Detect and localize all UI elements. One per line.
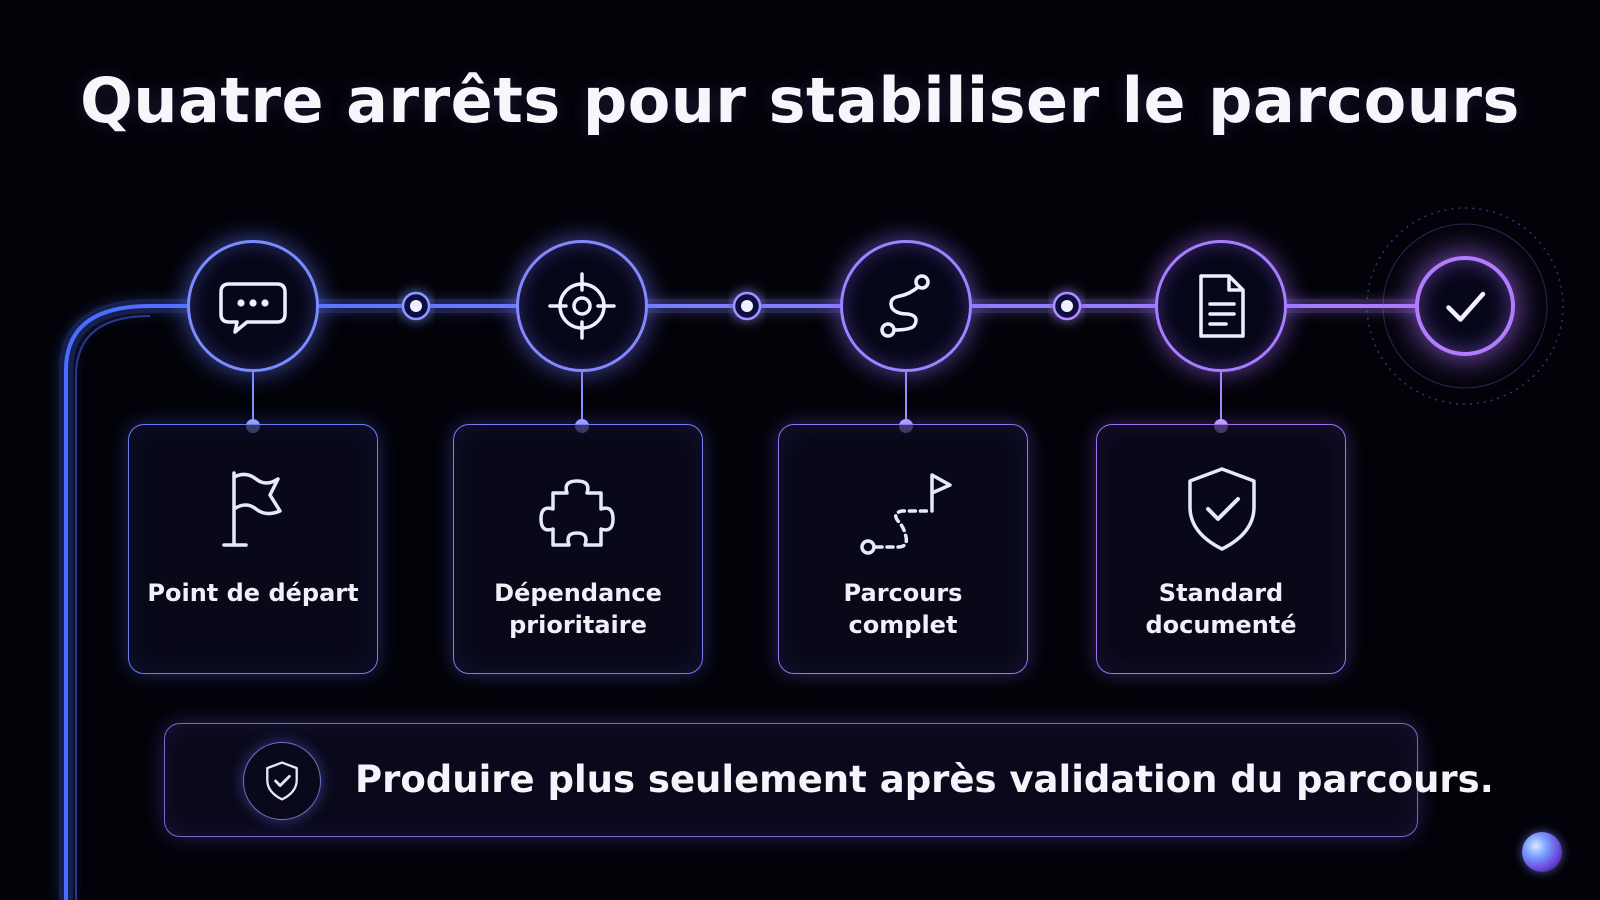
step-label-line: complet <box>848 611 958 639</box>
node-step-1 <box>187 240 319 372</box>
step-label-3: Parcours complet <box>789 577 1017 641</box>
shield-check-icon <box>266 761 298 801</box>
step-label-2: Dépendance prioritaire <box>464 577 692 641</box>
note-text: Produire plus seulement après validation… <box>355 758 1494 801</box>
node-step-4 <box>1155 240 1287 372</box>
route-flag-icon <box>860 473 952 555</box>
timeline-curve <box>64 304 1470 900</box>
track-dot <box>1052 291 1082 321</box>
step-label-line: Parcours <box>843 579 963 607</box>
step-card-4: Standard documenté <box>1096 424 1346 674</box>
track-dot <box>732 291 762 321</box>
shield-check-icon <box>1188 467 1256 551</box>
node-step-2 <box>516 240 648 372</box>
step-label-line: Standard <box>1158 579 1284 607</box>
target-icon <box>548 272 616 340</box>
step-label-line: prioritaire <box>509 611 647 639</box>
document-icon <box>1199 274 1245 338</box>
step-label-line: Point de départ <box>147 579 359 607</box>
track-dot <box>401 291 431 321</box>
step-card-3: Parcours complet <box>778 424 1028 674</box>
puzzle-piece-icon <box>539 479 615 547</box>
final-node-halo <box>1366 207 1564 405</box>
step-label-line: Dépendance <box>494 579 662 607</box>
page-title: Quatre arrêts pour stabiliser le parcour… <box>80 64 1520 137</box>
chat-bubble-icon <box>219 282 287 334</box>
route-icon <box>880 274 930 338</box>
brand-logo-icon <box>1522 832 1562 872</box>
flag-icon <box>222 471 282 547</box>
step-label-line: documenté <box>1145 611 1297 639</box>
step-card-2: Dépendance prioritaire <box>453 424 703 674</box>
timeline-curve-inner <box>75 315 151 900</box>
checkmark-icon <box>1446 291 1486 322</box>
note-icon-ring <box>243 742 321 820</box>
node-step-3 <box>840 240 972 372</box>
final-node <box>1415 256 1515 356</box>
step-card-1: Point de départ <box>128 424 378 674</box>
validation-note: Produire plus seulement après validation… <box>164 723 1494 837</box>
step-label-4: Standard documenté <box>1107 577 1335 641</box>
step-label-1: Point de départ <box>139 577 367 609</box>
